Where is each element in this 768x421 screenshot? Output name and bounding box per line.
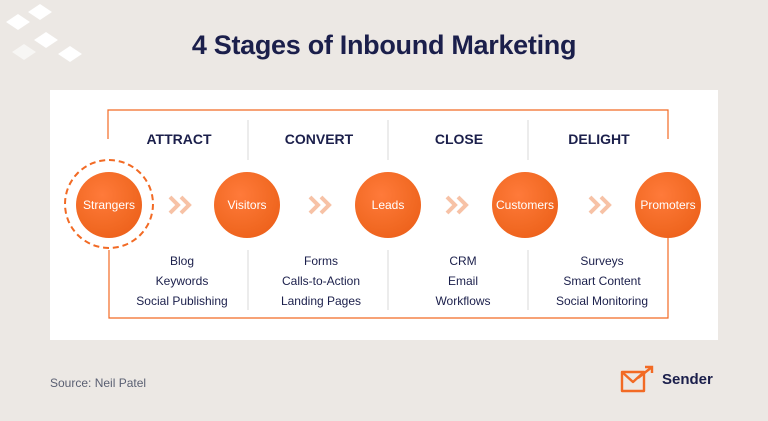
- node-customers: Customers: [492, 172, 558, 238]
- list-item: Calls-to-Action: [281, 274, 361, 288]
- list-item: Email: [447, 274, 478, 288]
- stage-delight: DELIGHT: [568, 131, 630, 147]
- stage-close: CLOSE: [434, 131, 484, 147]
- chevron-right-icon: [445, 195, 469, 215]
- attract-tactics: Blog Keywords Social Publishing: [107, 251, 257, 311]
- chevron-right-icon: [308, 195, 332, 215]
- close-tactics: CRM Email Workflows: [388, 251, 538, 311]
- inbound-diagram: ATTRACT CONVERT CLOSE DELIGHT Strangers …: [50, 90, 718, 340]
- list-item: Smart Content: [563, 274, 641, 288]
- list-item: Forms: [304, 254, 338, 268]
- node-visitors: Visitors: [214, 172, 280, 238]
- chevron-right-icon: [588, 195, 612, 215]
- page-title: 4 Stages of Inbound Marketing: [191, 30, 577, 60]
- strangers-dashed-ring: [64, 159, 154, 249]
- convert-tactics: Forms Calls-to-Action Landing Pages: [246, 251, 396, 311]
- envelope-arrow-icon: [620, 365, 654, 393]
- list-item: Keywords: [155, 274, 209, 288]
- brand-name: Sender: [662, 371, 713, 388]
- list-item: Landing Pages: [280, 294, 362, 308]
- chevron-right-icon: [168, 195, 192, 215]
- list-item: CRM: [449, 254, 477, 268]
- decorative-diamonds: [6, 4, 82, 62]
- list-item: Blog: [169, 254, 195, 268]
- list-item: Surveys: [580, 254, 624, 268]
- node-strangers: Strangers: [76, 172, 142, 238]
- node-leads: Leads: [355, 172, 421, 238]
- cycle-outline: [107, 109, 669, 319]
- stage-convert: CONVERT: [284, 131, 354, 147]
- list-item: Social Monitoring: [555, 294, 649, 308]
- stage-attract: ATTRACT: [146, 131, 212, 147]
- delight-tactics: Surveys Smart Content Social Monitoring: [527, 251, 677, 311]
- list-item: Workflows: [435, 294, 491, 308]
- source-note: Source: Neil Patel: [50, 376, 147, 390]
- list-item: Social Publishing: [136, 294, 228, 308]
- node-promoters: Promoters: [635, 172, 701, 238]
